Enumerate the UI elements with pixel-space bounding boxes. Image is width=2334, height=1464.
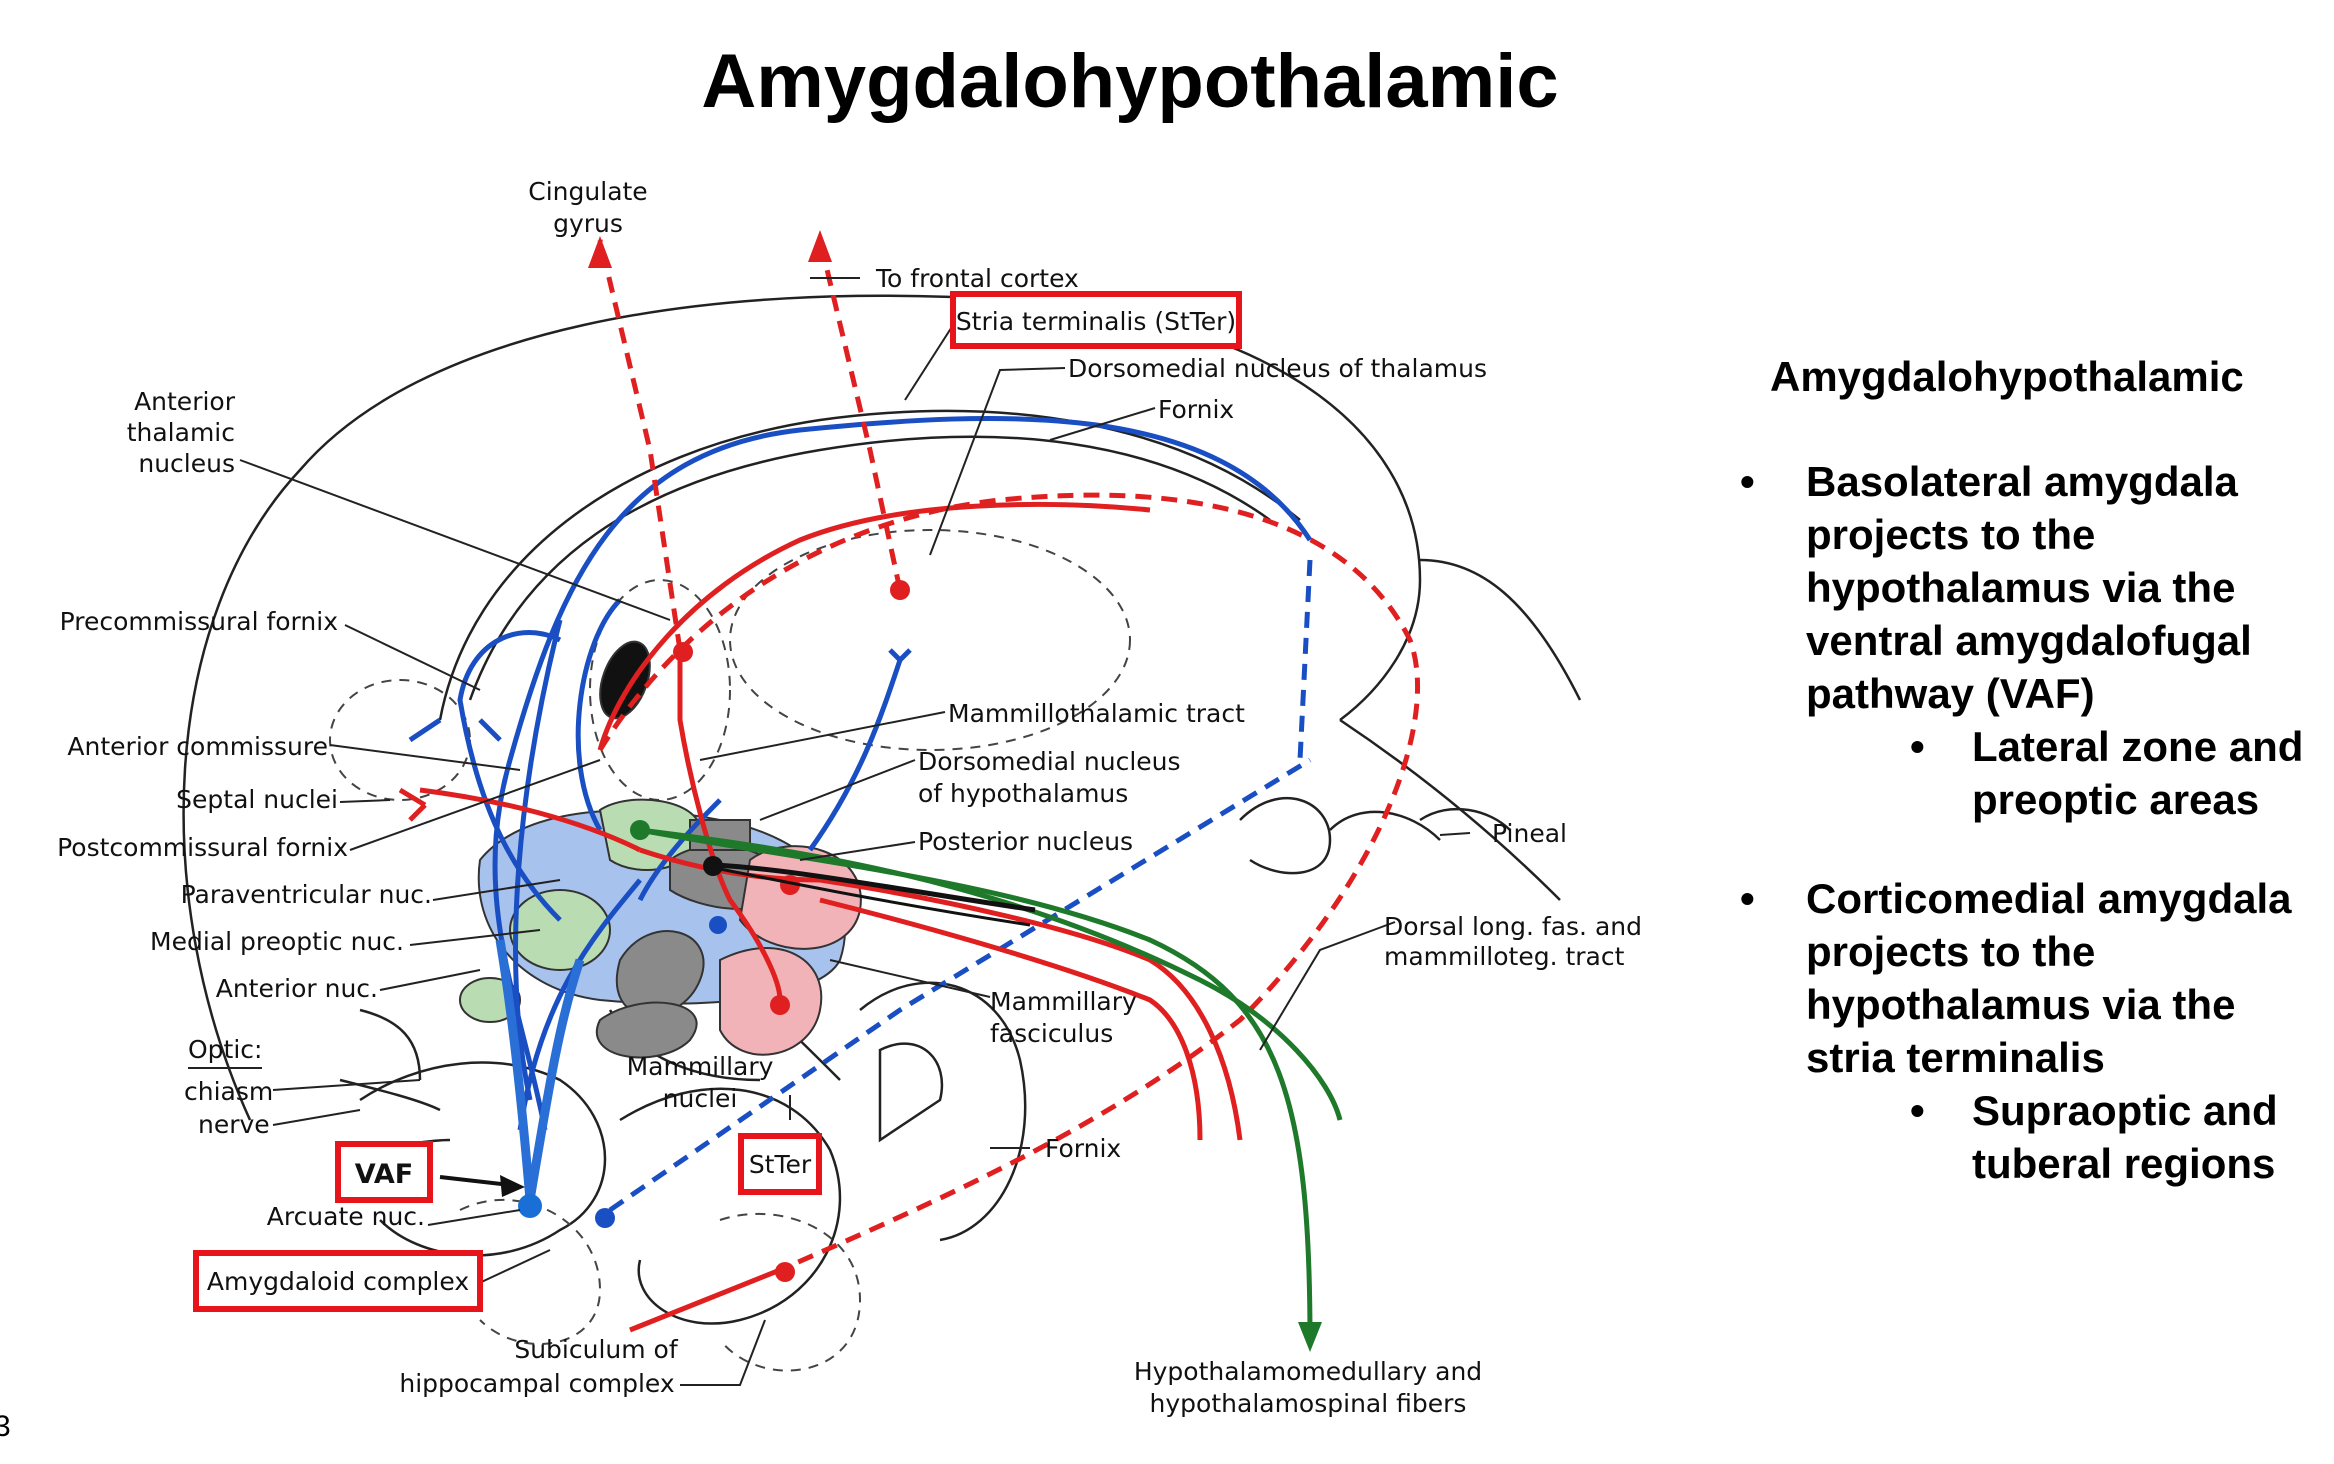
ventromedial-nucleus [615,930,705,1017]
bullet-text: Basolateral amygdala projects to the hyp… [1806,458,2252,717]
bullet-glyph: • [1740,875,1755,922]
sub-bullet-supraoptic: • Supraoptic and tuberal regions [1806,1084,2330,1190]
label-mammillary-nuclei-1: Mammillary [627,1052,774,1081]
label-hypothalamomedullary-2: hypothalamospinal fibers [1150,1389,1467,1418]
red-arrowheads [588,230,832,268]
leader-lines [239,277,1471,1386]
vaf-pointer-arrowhead [500,1175,525,1197]
bullet-corticomedial: • Corticomedial amygdala projects to the… [1740,872,2330,1190]
label-anterior-thalamic-3: nucleus [138,449,235,478]
gray-lower-nucleus [596,1001,698,1059]
label-chiasm: chiasm [184,1077,273,1106]
slide-title: Amygdalohypothalamic [701,39,1559,124]
hypothalamic-nuclei [459,640,862,1059]
label-dorsal-long-1: Dorsal long. fas. and [1384,912,1642,941]
label-mammillary-nuclei-2: nuclei [663,1084,738,1113]
blue-dot-3 [709,916,727,934]
bullet-glyph: • [1740,458,1755,505]
red-dot-posterior [780,875,800,895]
label-posterior-nucleus: Posterior nucleus [918,827,1133,856]
bullet-basolateral: • Basolateral amygdala projects to the h… [1740,455,2330,826]
label-pineal: Pineal [1492,819,1567,848]
diagram-labels: Cingulate gyrus To frontal cortex Dorsom… [57,177,1642,1418]
black-pathway [714,862,1036,927]
label-fornix-bottom: Fornix [1045,1134,1121,1163]
label-precommissural-fornix: Precommissural fornix [60,607,338,636]
label-subiculum-2: hippocampal complex [399,1369,674,1398]
sub-bullet-text: Lateral zone and preoptic areas [1972,723,2304,823]
label-subiculum-1: Subiculum of [514,1335,679,1364]
label-paraventricular: Paraventricular nuc. [181,880,432,909]
label-optic: Optic: [188,1035,262,1064]
label-mammillary-fasciculus-2: fasciculus [990,1019,1113,1048]
label-dorsal-long-2: mammilloteg. tract [1384,942,1625,971]
box-vaf [335,1141,433,1203]
green-arrowhead [1298,1322,1322,1352]
label-medial-preoptic: Medial preoptic nuc. [150,927,404,956]
label-anterior-thalamic-1: Anterior [134,387,236,416]
label-anterior-thalamic-2: thalamic [127,418,235,447]
label-dorsomedial-thalamus: Dorsomedial nucleus of thalamus [1068,354,1487,383]
label-hypothalamomedullary-1: Hypothalamomedullary and [1134,1357,1482,1386]
amygdalohypothalamic-diagram: Cingulate gyrus To frontal cortex Dorsom… [57,177,1642,1418]
red-dot-cortex [890,580,910,600]
label-nerve: nerve [198,1110,270,1139]
medial-preoptic-nucleus [509,889,611,971]
red-dot-mammillary [770,995,790,1015]
label-stria-terminalis: Stria terminalis (StTer) [956,307,1236,336]
red-dot-amygdala [775,1262,795,1282]
label-fornix-top: Fornix [1158,395,1234,424]
sub-bullet-text: Supraoptic and tuberal regions [1972,1087,2278,1187]
green-pathway [639,827,1343,1341]
label-stter: StTer [749,1150,812,1179]
side-panel-title: Amygdalohypothalamic [1770,353,2244,400]
label-cingulate-2: gyrus [553,209,623,238]
label-frontal-cortex: To frontal cortex [875,264,1079,293]
label-dm-hypothalamus-1: Dorsomedial nucleus [918,747,1181,776]
label-mammillothalamic: Mammillothalamic tract [948,699,1245,728]
box-amygdaloid-complex [193,1250,483,1312]
box-stria-terminalis [950,291,1242,349]
label-amygdaloid-complex: Amygdaloid complex [207,1267,469,1296]
sub-bullet-lateral-zone: • Lateral zone and preoptic areas [1806,720,2330,826]
blue-pathways [408,415,1313,1213]
label-anterior-nuc: Anterior nuc. [216,974,378,1003]
box-stter [738,1133,822,1195]
blue-dot-2 [595,1208,615,1228]
mammillary-nucleus [719,947,823,1056]
black-dot [703,856,723,876]
label-cingulate-1: Cingulate [528,177,647,206]
label-septal-nuclei: Septal nuclei [176,785,338,814]
label-anterior-commissure: Anterior commissure [67,732,328,761]
label-postcommissural-fornix: Postcommissural fornix [57,833,348,862]
side-panel: Amygdalohypothalamic • Basolateral amygd… [1740,350,2330,1236]
highlighted-labels: Stria terminalis (StTer) VAF StTer Amygd… [193,291,1242,1312]
vaf-pointer [439,1175,511,1187]
sub-bullet-glyph: • [1910,1087,1925,1134]
label-dm-hypothalamus-2: of hypothalamus [918,779,1128,808]
label-vaf: VAF [355,1159,413,1190]
vaf-thick-path [495,939,585,1201]
label-arcuate: Arcuate nuc. [267,1202,425,1231]
bullet-text: Corticomedial amygdala projects to the h… [1806,875,2292,1081]
brain-outline [182,294,1582,1325]
amygdala-blue-dot [518,1194,542,1218]
green-dot [630,820,650,840]
red-dot-septal [673,642,693,662]
page-number: 3 [0,1410,11,1443]
sub-bullet-glyph: • [1910,723,1925,770]
label-mammillary-fasciculus-1: Mammillary [990,987,1137,1016]
